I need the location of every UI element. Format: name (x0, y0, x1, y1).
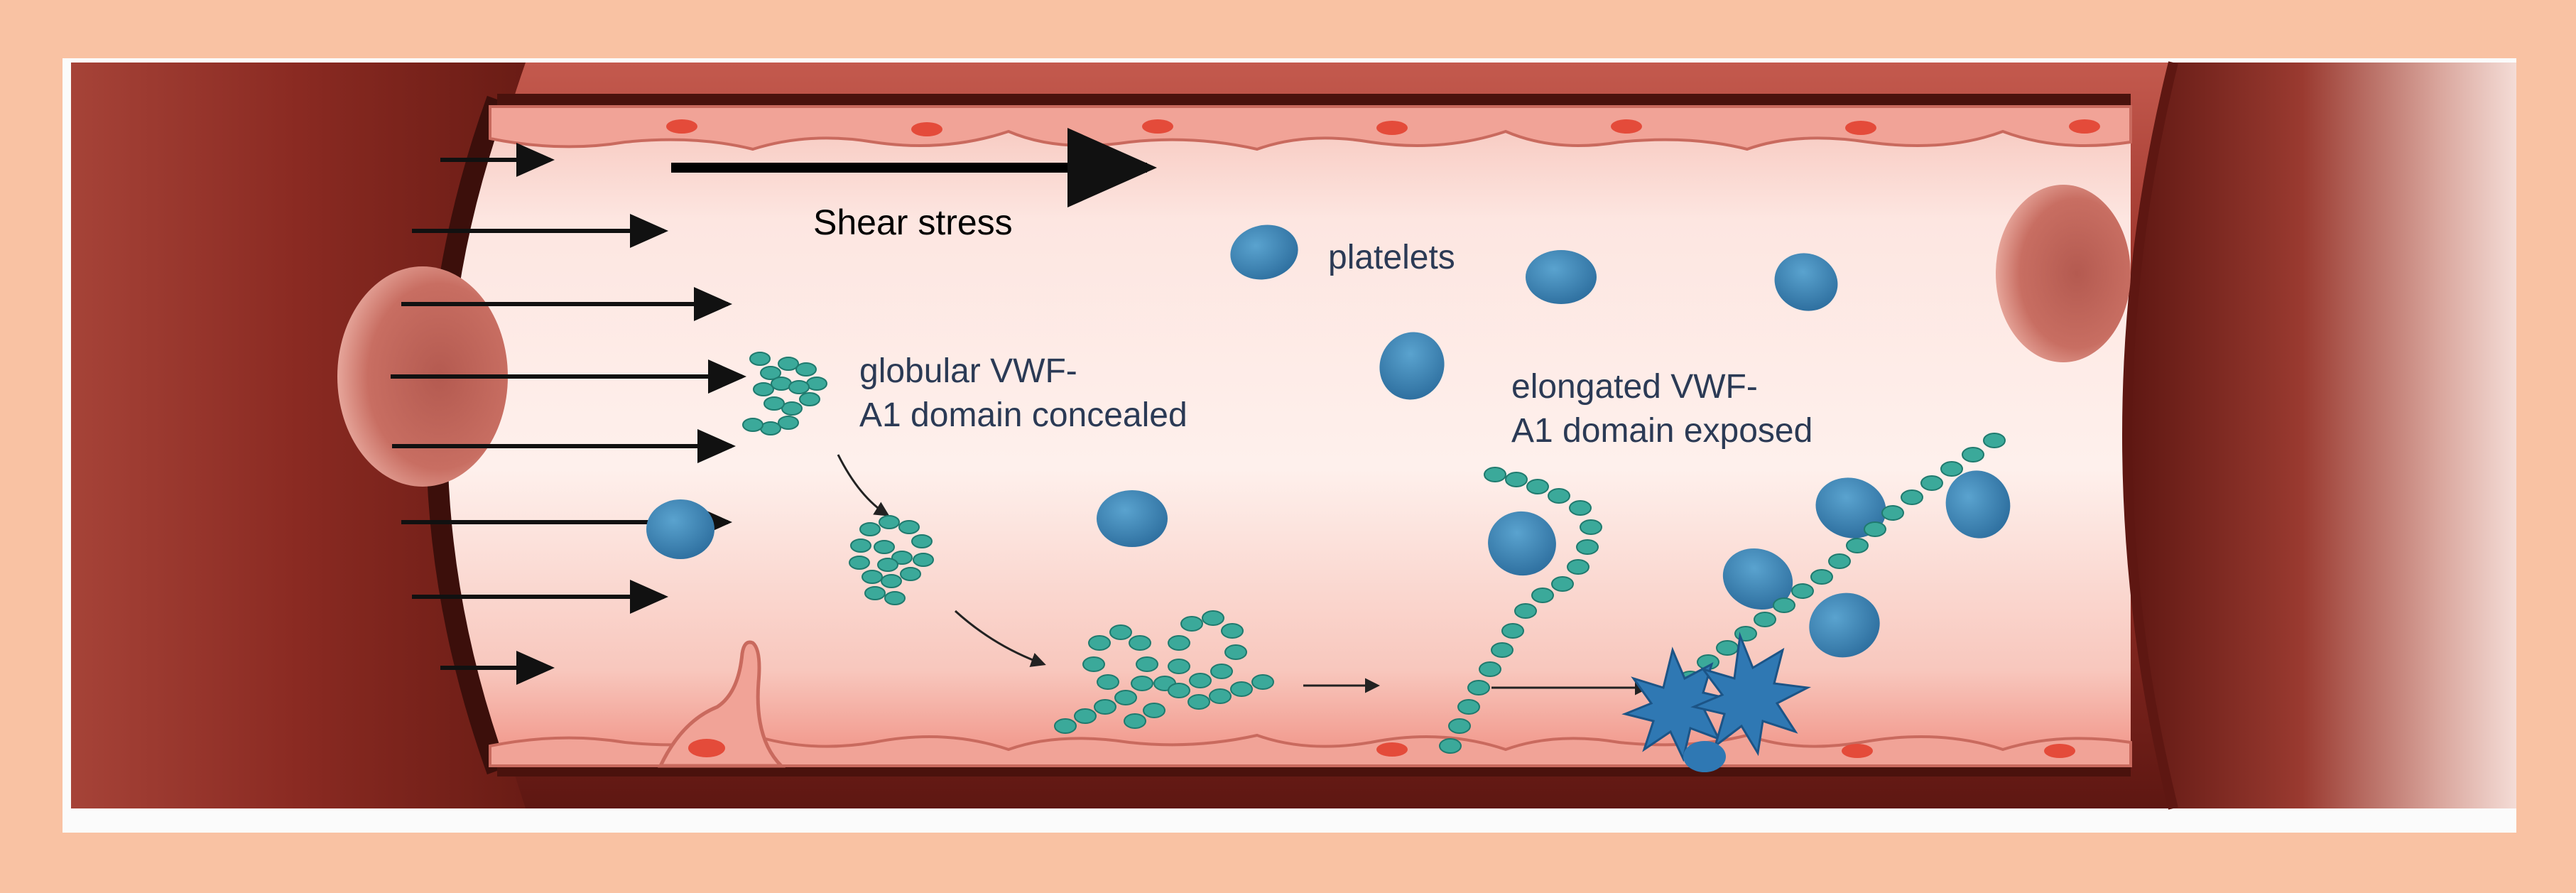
platelet (1488, 511, 1556, 576)
globular-vwf-label-line2: A1 domain concealed (859, 396, 1188, 434)
platelet (1774, 253, 1838, 311)
platelet (1230, 224, 1298, 280)
vessel-lumen (437, 99, 2131, 771)
unfolding-vwf (1054, 610, 1274, 734)
platelet (1945, 470, 2011, 538)
platelet (1379, 332, 1445, 400)
elongated-vwf-label-line1: elongated VWF- (1511, 368, 1758, 406)
globular-vwf-label-line1: globular VWF- (859, 352, 1077, 390)
platelet (1526, 250, 1597, 304)
flow-arrows (391, 143, 746, 685)
vessel-wall-left-end (71, 63, 526, 808)
platelet (646, 499, 714, 559)
activated-platelets (1621, 632, 1812, 772)
vessel-right-cap (1996, 61, 2516, 810)
globular-vwf-1 (742, 352, 827, 435)
platelets (646, 224, 2011, 658)
platelet (1097, 490, 1168, 547)
endothelium-top (489, 105, 2132, 151)
platelets-label: platelets (1328, 239, 1455, 276)
elongated-vwf (1439, 467, 1602, 754)
platelet (1722, 548, 1793, 610)
globular-vwf-2 (849, 515, 934, 605)
elongated-vwf-label-line2: A1 domain exposed (1511, 412, 1813, 450)
red-blood-cell-right (1996, 185, 2131, 362)
platelet (1809, 592, 1880, 658)
shear-stress-label: Shear stress (813, 202, 1013, 242)
